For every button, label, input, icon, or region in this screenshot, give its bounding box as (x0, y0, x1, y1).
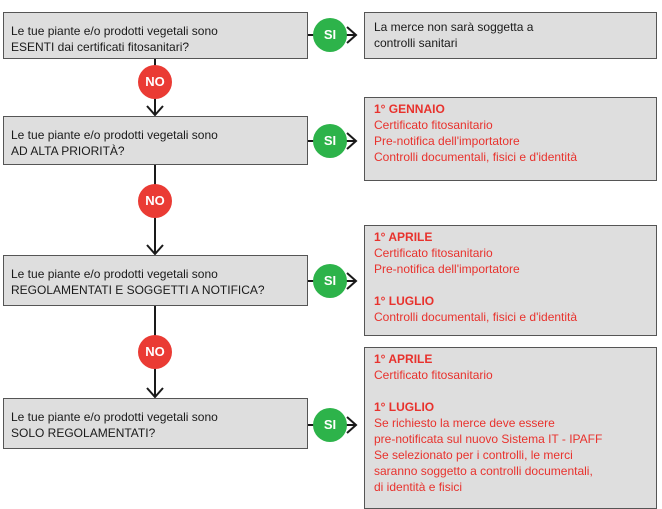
answer-line: Certificato fitosanitario (374, 118, 493, 132)
yes-badge: SI (313, 408, 347, 442)
question-text-line2: SOLO REGOLAMENTATI? (11, 426, 156, 440)
yes-badge: SI (313, 264, 347, 298)
answer-date-heading: 1° APRILE (374, 230, 433, 244)
answer-date-heading: 1° LUGLIO (374, 294, 435, 308)
no-badge: NO (138, 335, 172, 369)
no-badge: NO (138, 184, 172, 218)
answer-date-heading: 1° GENNAIO (374, 102, 445, 116)
answer-line: La merce non sarà soggetta a (374, 20, 534, 34)
question-text-line1: Le tue piante e/o prodotti vegetali sono (11, 267, 218, 281)
question-text-line2: REGOLAMENTATI E SOGGETTI A NOTIFICA? (11, 283, 265, 297)
question-box-exempt: Le tue piante e/o prodotti vegetali sono… (3, 12, 308, 59)
question-text-line1: Le tue piante e/o prodotti vegetali sono (11, 24, 218, 38)
question-text-line1: Le tue piante e/o prodotti vegetali sono (11, 410, 218, 424)
answer-line: Pre-notifica dell'importatore (374, 262, 520, 276)
answer-line: Certificato fitosanitario (374, 368, 493, 382)
answer-line: pre-notificata sul nuovo Sistema IT - IP… (374, 432, 603, 446)
question-text-line1: Le tue piante e/o prodotti vegetali sono (11, 128, 218, 142)
answer-line: di identità e fisici (374, 480, 463, 494)
question-text-line2: AD ALTA PRIORITÀ? (11, 144, 125, 158)
question-text-line2: ESENTI dai certificati fitosanitari? (11, 40, 190, 54)
answer-line: Se richiesto la merce deve essere (374, 416, 555, 430)
question-box-notification: Le tue piante e/o prodotti vegetali sono… (3, 255, 308, 306)
answer-box-exempt: La merce non sarà soggetta a controlli s… (364, 12, 657, 59)
answer-line: Pre-notifica dell'importatore (374, 134, 520, 148)
answer-box-regulated-only: 1° APRILE Certificato fitosanitario 1° L… (364, 347, 657, 509)
answer-line: Certificato fitosanitario (374, 246, 493, 260)
answer-date-heading: 1° LUGLIO (374, 400, 435, 414)
answer-line: controlli sanitari (374, 36, 458, 50)
yes-badge: SI (313, 18, 347, 52)
answer-line: Controlli documentali, fisici e d'identi… (374, 310, 578, 324)
answer-box-notification: 1° APRILE Certificato fitosanitario Pre-… (364, 225, 657, 336)
question-box-high-priority: Le tue piante e/o prodotti vegetali sono… (3, 116, 308, 165)
answer-line: Se selezionato per i controlli, le merci (374, 448, 573, 462)
no-badge: NO (138, 65, 172, 99)
question-box-regulated-only: Le tue piante e/o prodotti vegetali sono… (3, 398, 308, 449)
answer-line: saranno soggetto a controlli documentali… (374, 464, 593, 478)
yes-badge: SI (313, 124, 347, 158)
answer-box-high-priority: 1° GENNAIO Certificato fitosanitario Pre… (364, 97, 657, 181)
answer-line: Controlli documentali, fisici e d'identi… (374, 150, 578, 164)
answer-date-heading: 1° APRILE (374, 352, 433, 366)
